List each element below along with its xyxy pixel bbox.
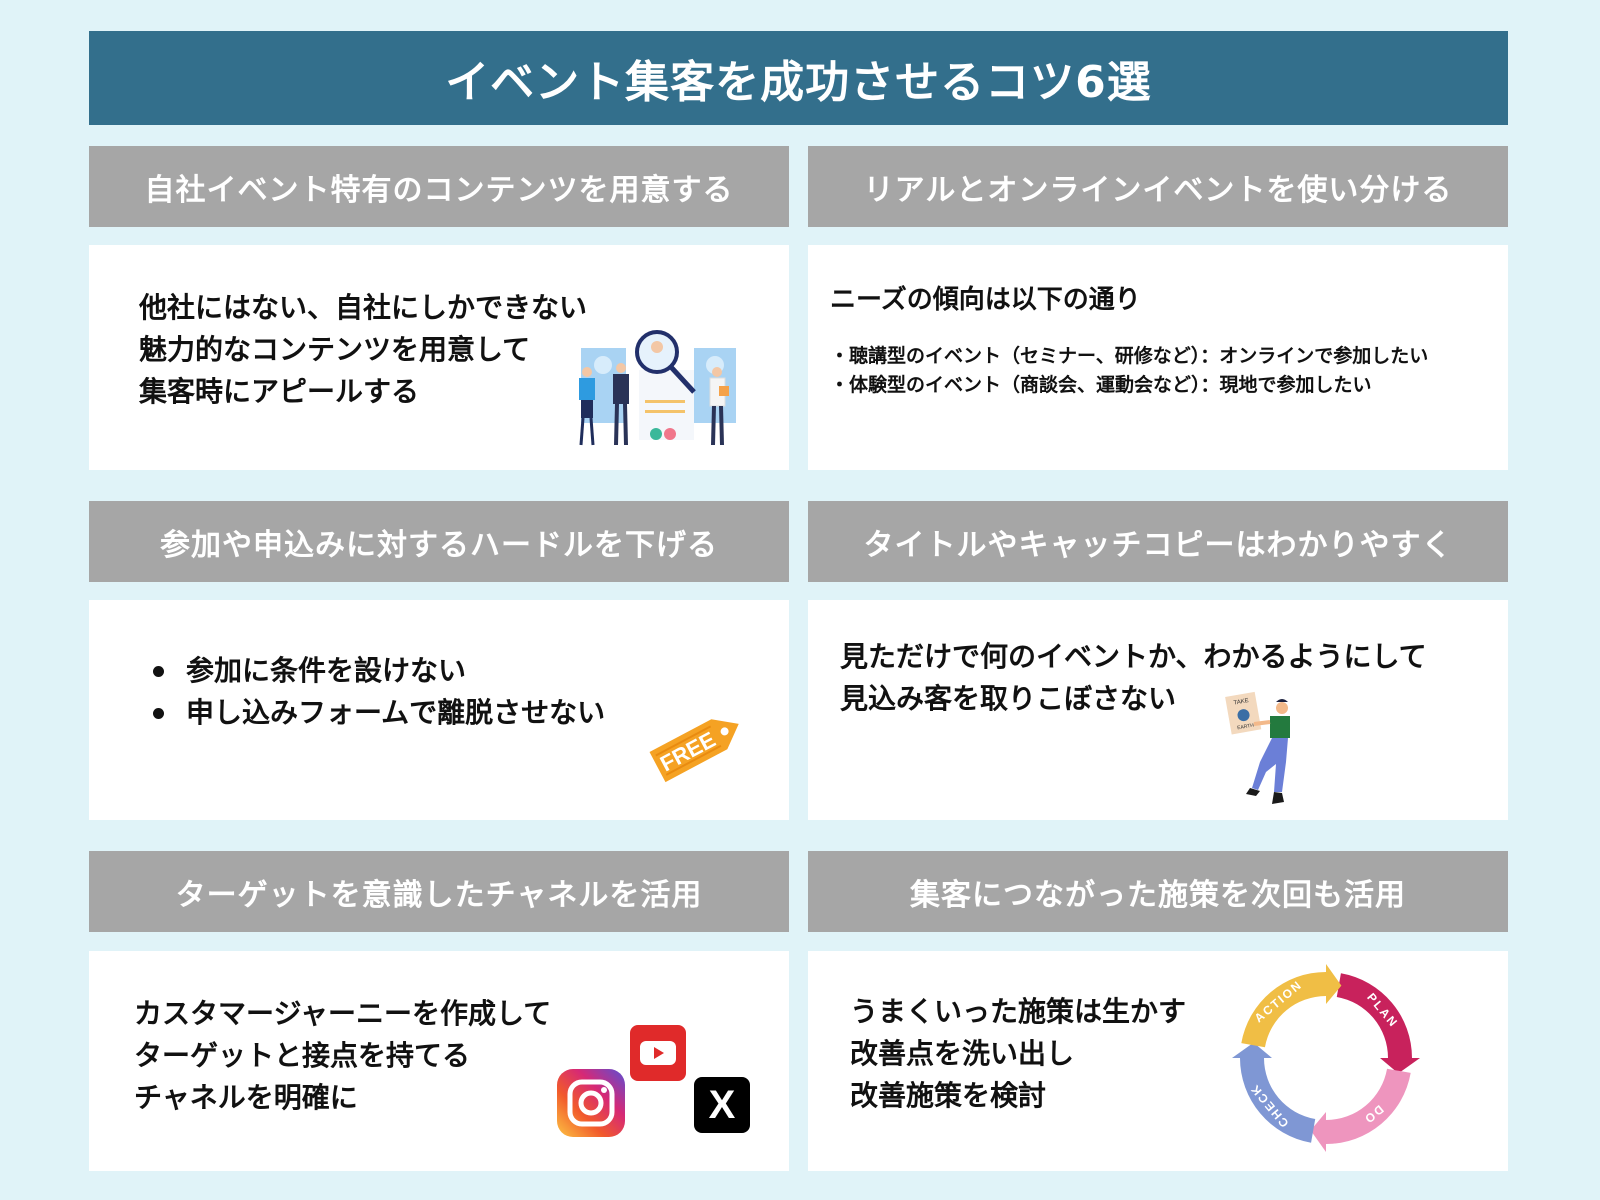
- text-line: チャネルを明確に: [134, 1081, 358, 1114]
- section-header-3: 参加や申込みに対するハードルを下げる: [89, 501, 789, 582]
- instagram-icon[interactable]: [557, 1069, 625, 1137]
- bullet-item: 申し込みフォームで離脱させない: [153, 692, 605, 734]
- text-line: 集客時にアピールする: [139, 375, 420, 408]
- text-line: 改善点を洗い出し: [850, 1037, 1075, 1070]
- text-line: うまくいった施策は生かす: [850, 995, 1187, 1028]
- section-5-text: カスタマージャーニーを作成して ターゲットと接点を持てる チャネルを明確に: [134, 993, 551, 1119]
- bullet-icon: [153, 707, 164, 719]
- text-line: カスタマージャーニーを作成して: [134, 997, 552, 1030]
- section-card-3: 参加に条件を設けない 申し込みフォームで離脱させない FREE: [89, 600, 789, 820]
- section-header-4: タイトルやキャッチコピーはわかりやすく: [808, 501, 1508, 582]
- section-card-4: 見ただけで何のイベントか、わかるようにして 見込み客を取りこぼさない TAKE …: [808, 600, 1508, 820]
- sign-text: EARTH: [1237, 722, 1255, 731]
- section-header-5: ターゲットを意識したチャネルを活用: [89, 851, 789, 932]
- text-line: 見込み客を取りこぼさない: [840, 682, 1177, 715]
- section-header-1: 自社イベント特有のコンテンツを用意する: [89, 146, 789, 227]
- section-1-text: 他社にはない、自社にしかできない 魅力的なコンテンツを用意して 集客時にアピール…: [139, 287, 587, 413]
- list-item: ・聴講型のイベント（セミナー、研修など）：オンラインで参加したい: [830, 345, 1429, 367]
- cycle-arrow-plan: [1336, 973, 1420, 1074]
- section-card-1: 他社にはない、自社にしかできない 魅力的なコンテンツを用意して 集客時にアピール…: [89, 245, 789, 470]
- section-6-text: うまくいった施策は生かす 改善点を洗い出し 改善施策を検討: [850, 991, 1186, 1117]
- bullet-icon: [153, 665, 164, 677]
- text-line: 他社にはない、自社にしかできない: [139, 291, 588, 324]
- text-line: 魅力的なコンテンツを用意して: [139, 333, 531, 366]
- text-line: 改善施策を検討: [850, 1079, 1047, 1112]
- section-header-6: 集客につながった施策を次回も活用: [808, 851, 1508, 932]
- recruiting-magnifier-icon: [579, 330, 736, 446]
- section-3-bullets: 参加に条件を設けない 申し込みフォームで離脱させない: [153, 650, 605, 734]
- cycle-arrow-action: [1241, 964, 1342, 1048]
- cycle-arrow-do: [1310, 1068, 1411, 1152]
- text-line: ターゲットと接点を持てる: [134, 1039, 471, 1072]
- section-card-2: ニーズの傾向は以下の通り ・聴講型のイベント（セミナー、研修など）：オンラインで…: [808, 245, 1508, 470]
- section-2-lead: ニーズの傾向は以下の通り: [830, 285, 1141, 315]
- section-card-5: カスタマージャーニーを作成して ターゲットと接点を持てる チャネルを明確に X: [89, 951, 789, 1171]
- sign-text: TAKE: [1233, 698, 1249, 707]
- cycle-arrow-check: [1232, 1042, 1316, 1143]
- list-item: ・体験型のイベント（商談会、運動会など）：現地で参加したい: [830, 374, 1372, 396]
- section-4-text: 見ただけで何のイベントか、わかるようにして 見込み客を取りこぼさない: [840, 636, 1427, 720]
- page-title: イベント集客を成功させるコツ6選: [89, 31, 1508, 125]
- bullet-item: 参加に条件を設けない: [153, 650, 605, 692]
- section-2-list: ・聴講型のイベント（セミナー、研修など）：オンラインで参加したい ・体験型のイベ…: [830, 342, 1428, 400]
- text-line: 見ただけで何のイベントか、わかるようにして: [840, 640, 1427, 673]
- free-tag-icon: FREE: [649, 719, 739, 783]
- section-header-2: リアルとオンラインイベントを使い分ける: [808, 146, 1508, 227]
- person-holding-sign-icon: TAKE EARTH: [1225, 691, 1290, 804]
- x-icon[interactable]: X: [694, 1077, 750, 1133]
- youtube-icon[interactable]: [630, 1025, 686, 1081]
